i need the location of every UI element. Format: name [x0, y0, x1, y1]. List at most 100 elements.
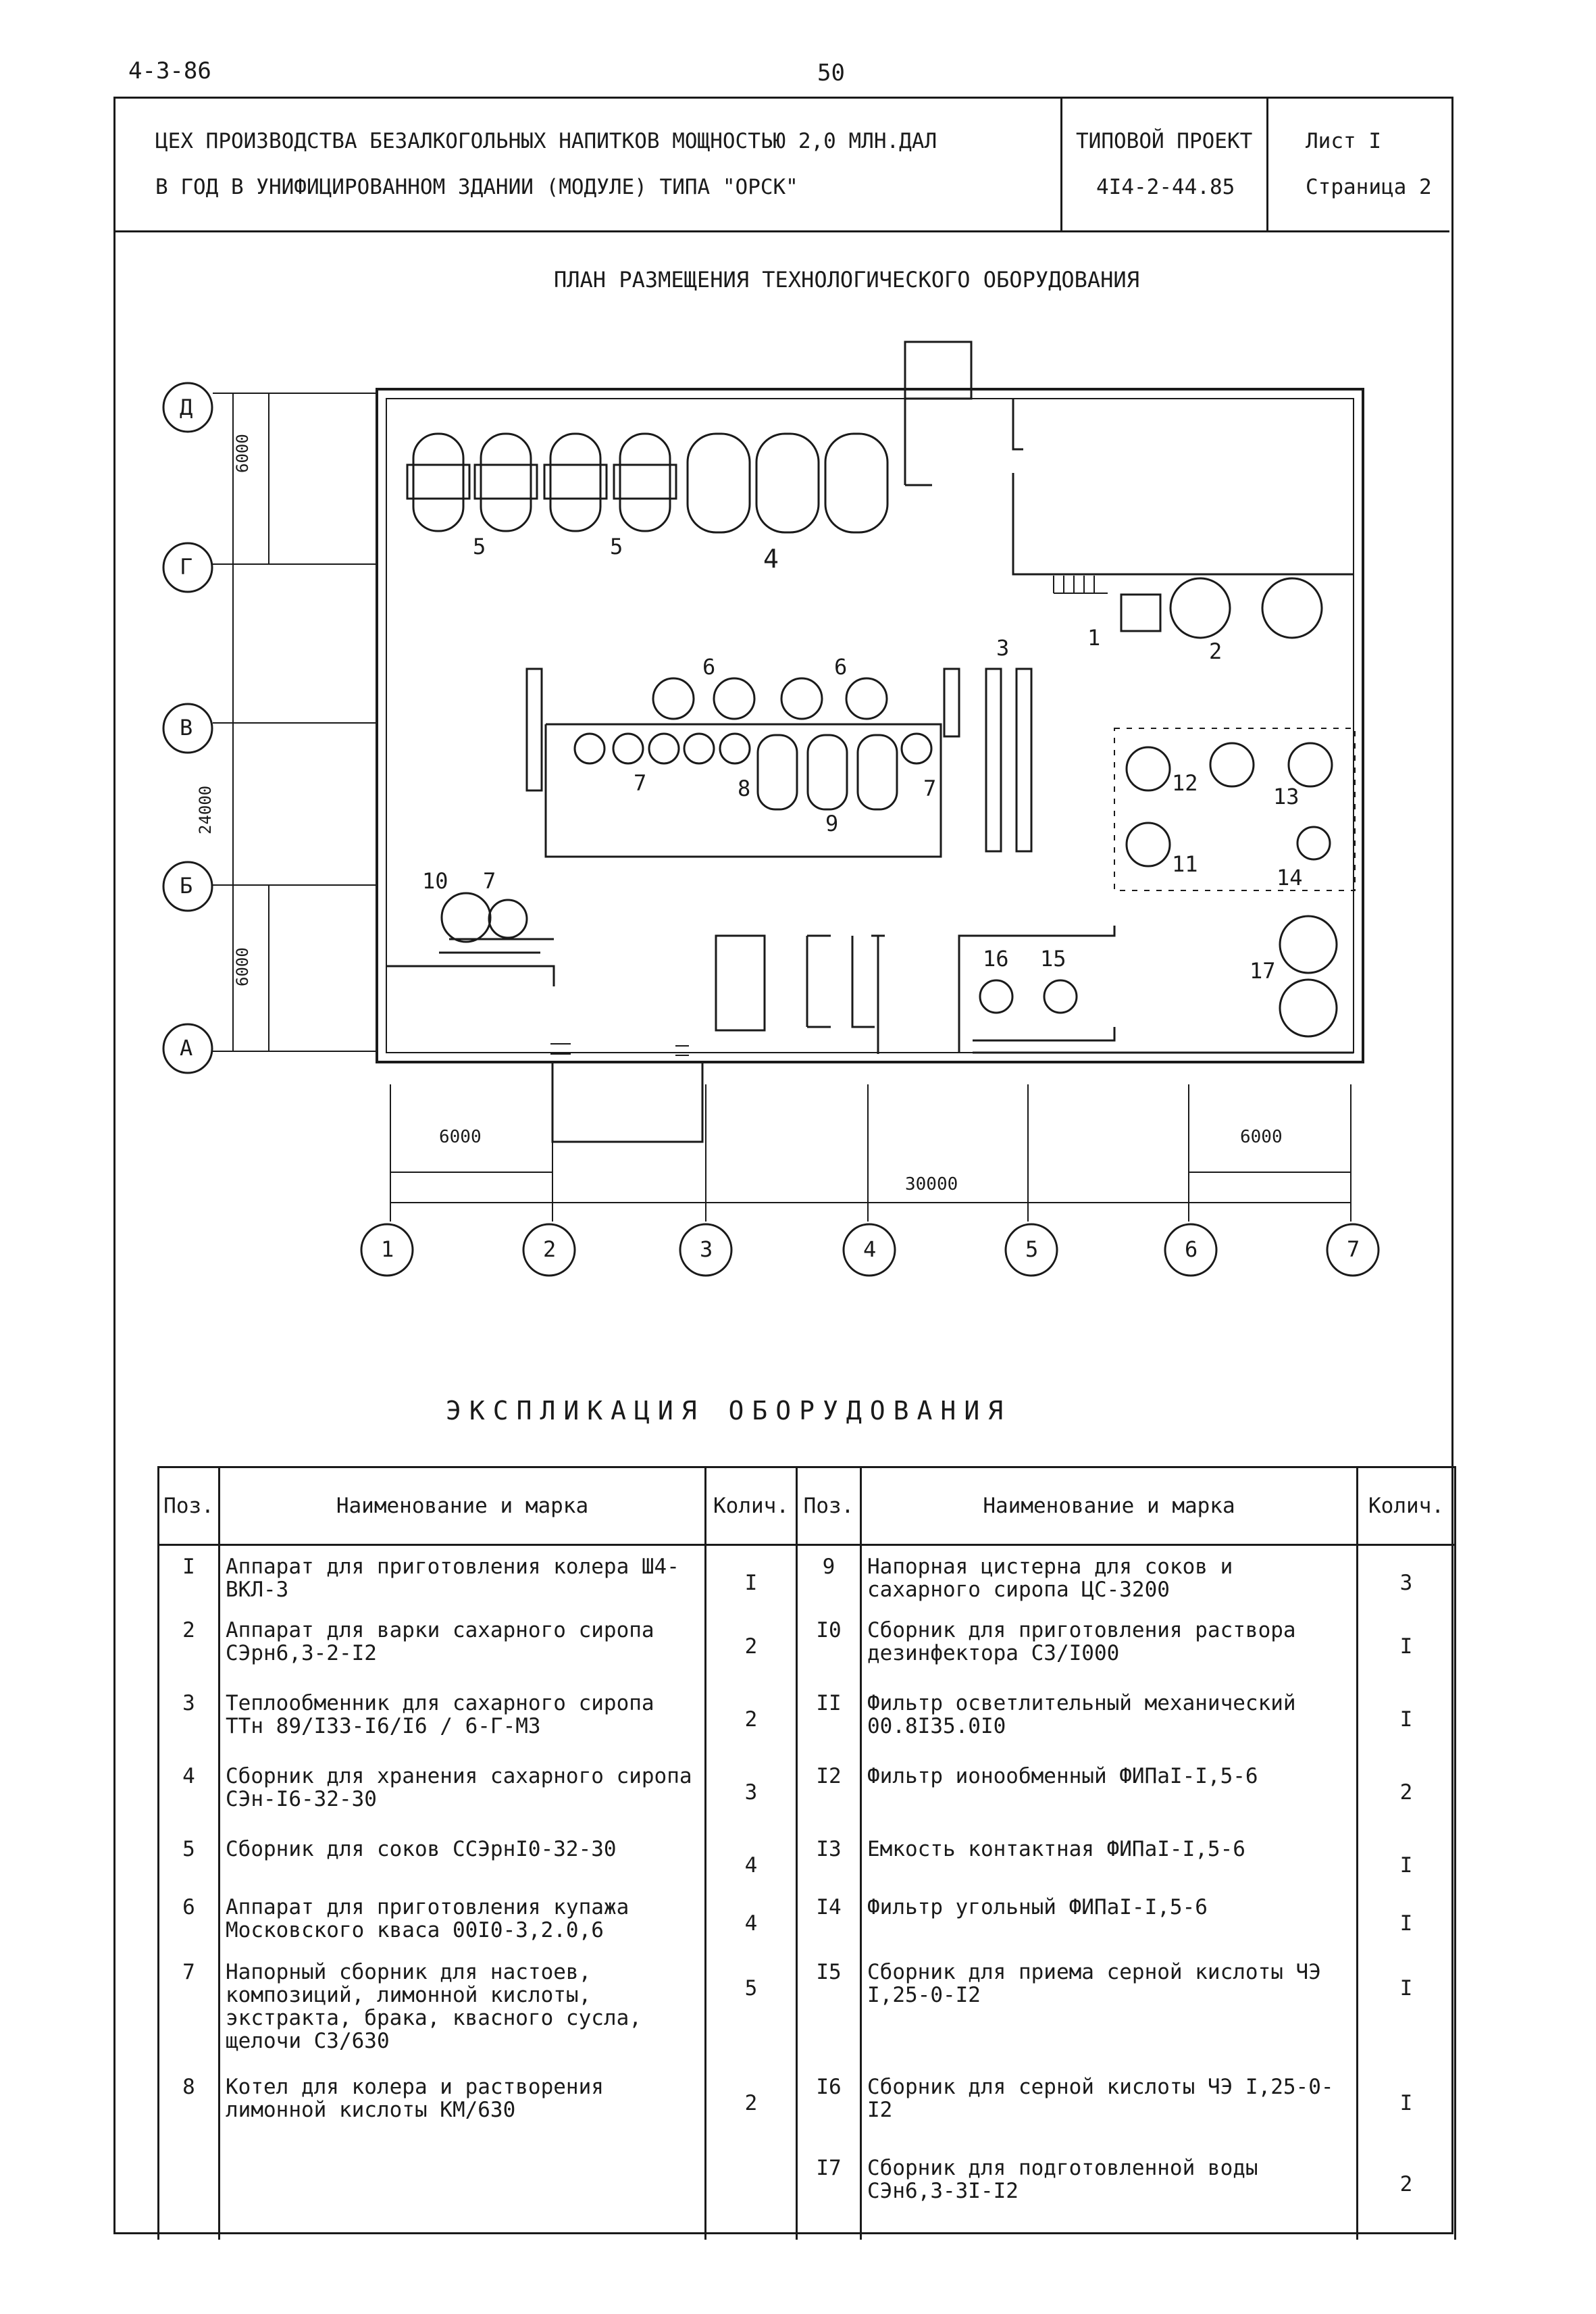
- cell-text: Сборник для серной кислоты ЧЭ I,25-0-I2: [867, 2074, 1334, 2122]
- table-header-row: Поз. Наименование и марка Колич. Поз. На…: [157, 1466, 1456, 1546]
- cell-text: 4: [744, 1853, 758, 1878]
- cell-text: I0: [816, 1617, 842, 1642]
- cell-qty: 2: [1356, 2146, 1456, 2203]
- table-filler-row: [157, 2202, 1456, 2240]
- cell-qty: 4: [704, 1886, 798, 1951]
- cell-name: Аппарат для варки сахарного сиропа СЭрн6…: [218, 1609, 706, 1682]
- dimension-6000-bottom: 6000: [233, 947, 252, 986]
- cell-text: I: [1399, 1976, 1413, 2001]
- plan-pos-label: 6: [702, 654, 716, 680]
- cell-qty: I: [1356, 1951, 1456, 2066]
- cell-qty: I: [1356, 1886, 1456, 1951]
- axis-label-A: А: [180, 1035, 193, 1061]
- plan-pos-label: 7: [634, 770, 647, 796]
- floor-plan-drawing: [162, 341, 1380, 1277]
- cell-pos: 9: [796, 1544, 862, 1609]
- cell-text: I: [1399, 1853, 1413, 1878]
- plan-pos-label: 9: [825, 811, 839, 836]
- page-label: Страница 2: [1306, 175, 1432, 199]
- plan-pos-label: 7: [923, 776, 937, 801]
- axis-label-1: 1: [381, 1236, 394, 1262]
- cell-name: Напорный сборник для настоев, композиций…: [218, 1951, 706, 2066]
- cell-text: I2: [816, 1763, 842, 1788]
- cell-text: Котел для колера и растворения лимонной …: [226, 2074, 604, 2122]
- cell-name: Котел для колера и растворения лимонной …: [218, 2065, 706, 2147]
- cell-pos: II: [796, 1682, 862, 1755]
- cell-pos: 2: [157, 1609, 220, 1682]
- title-block-project-cell: ТИПОВОЙ ПРОЕКТ 4I4-2-44.85: [1062, 97, 1268, 230]
- cell-pos: 4: [157, 1755, 220, 1828]
- cell-text: 9: [822, 1555, 835, 1579]
- dimension-6000-left: 6000: [439, 1127, 482, 1147]
- cell-text: Теплообменник для сахарного сиропа ТТн 8…: [226, 1690, 654, 1738]
- cell-text: Сборник для приготовления раствора дезин…: [867, 1617, 1296, 1665]
- cell-text: Фильтр угольный ФИПаI-I,5-6: [867, 1894, 1208, 1919]
- cell-pos: I: [157, 1544, 220, 1609]
- cell-name: Сборник для хранения сахарного сиропа СЭ…: [218, 1755, 706, 1828]
- cell-empty: [796, 2202, 862, 2240]
- table-row: 6 Аппарат для приготовления купажа Москов…: [157, 1886, 1456, 1951]
- axis-label-V: В: [180, 715, 193, 740]
- plan-pos-label: 14: [1277, 865, 1303, 890]
- project-label: ТИПОВОЙ ПРОЕКТ: [1076, 129, 1253, 153]
- plan-pos-label: 16: [983, 946, 1009, 972]
- cell-name: Аппарат для приготовления купажа Московс…: [218, 1886, 706, 1951]
- cell-pos: 8: [157, 2065, 220, 2147]
- cell-text: Емкость контактная ФИПаI-I,5-6: [867, 1836, 1245, 1861]
- plan-pos-label: 15: [1040, 946, 1066, 972]
- header-qty: Колич.: [704, 1466, 798, 1546]
- plan-pos-label: 8: [738, 776, 751, 801]
- cell-name: Сборник для приготовления раствора дезин…: [860, 1609, 1358, 1682]
- plan-pos-label: 4: [763, 544, 779, 574]
- explication-table: Поз. Наименование и марка Колич. Поз. На…: [157, 1466, 1456, 2240]
- cell-text: Сборник для соков ССЭрнI0-32-30: [226, 1836, 617, 1861]
- title-block: ЦЕХ ПРОИЗВОДСТВА БЕЗАЛКОГОЛЬНЫХ НАПИТКОВ…: [113, 97, 1449, 232]
- axis-label-3: 3: [700, 1236, 713, 1262]
- cell-text: I6: [816, 2074, 842, 2099]
- equipment: [406, 432, 1356, 1038]
- project-number: 4I4-2-44.85: [1096, 175, 1235, 199]
- row-axes: [162, 382, 377, 1074]
- cell-pos: I4: [796, 1886, 862, 1951]
- dimension-30000: 30000: [905, 1174, 958, 1194]
- axis-label-B: Б: [180, 873, 193, 899]
- title-block-sheet-cell: Лист I Страница 2: [1268, 97, 1449, 230]
- cell-qty: 2: [704, 2065, 798, 2147]
- cell-qty: 5: [704, 1951, 798, 2066]
- cell-name: Фильтр ионообменный ФИПаI-I,5-6: [860, 1755, 1358, 1828]
- cell-text: I: [1399, 2090, 1413, 2115]
- cell-text: I5: [816, 1959, 842, 1984]
- dimension-6000-right: 6000: [1240, 1127, 1283, 1147]
- cell-empty: [157, 2202, 220, 2240]
- cell-name: Сборник для серной кислоты ЧЭ I,25-0-I2: [860, 2065, 1358, 2147]
- table-row: 4 Сборник для хранения сахарного сиропа С…: [157, 1755, 1456, 1828]
- axis-label-D: Д: [180, 395, 193, 420]
- cell-name: Сборник для приема серной кислоты ЧЭ I,2…: [860, 1951, 1358, 2066]
- plan-pos-label: 1: [1087, 625, 1101, 651]
- header-name: Наименование и марка: [218, 1466, 706, 1546]
- explication-title: ЭКСПЛИКАЦИЯ ОБОРУДОВАНИЯ: [446, 1396, 1012, 1426]
- cell-pos: 5: [157, 1828, 220, 1886]
- header-pos: Поз.: [157, 1466, 220, 1546]
- cell-text: Сборник для приема серной кислоты ЧЭ I,2…: [867, 1959, 1321, 2007]
- cell-text: 4: [182, 1763, 195, 1788]
- dimension-6000-top: 6000: [233, 434, 252, 473]
- cell-text: 3: [1399, 1571, 1413, 1595]
- cell-pos: I5: [796, 1951, 862, 2066]
- cell-text: 4: [744, 1911, 758, 1936]
- plan-pos-label: 5: [473, 534, 486, 559]
- cell-qty: I: [1356, 1828, 1456, 1886]
- plan-pos-label: 3: [996, 635, 1010, 661]
- cell-qty: 2: [704, 1609, 798, 1682]
- cell-text: I: [182, 1555, 195, 1579]
- cell-qty: 2: [704, 1682, 798, 1755]
- axis-label-2: 2: [543, 1236, 557, 1262]
- cell-text: 6: [182, 1894, 195, 1919]
- title-block-name-cell: ЦЕХ ПРОИЗВОДСТВА БЕЗАЛКОГОЛЬНЫХ НАПИТКОВ…: [113, 97, 1062, 230]
- cell-qty: I: [1356, 1609, 1456, 1682]
- plan-pos-label: 2: [1209, 638, 1222, 664]
